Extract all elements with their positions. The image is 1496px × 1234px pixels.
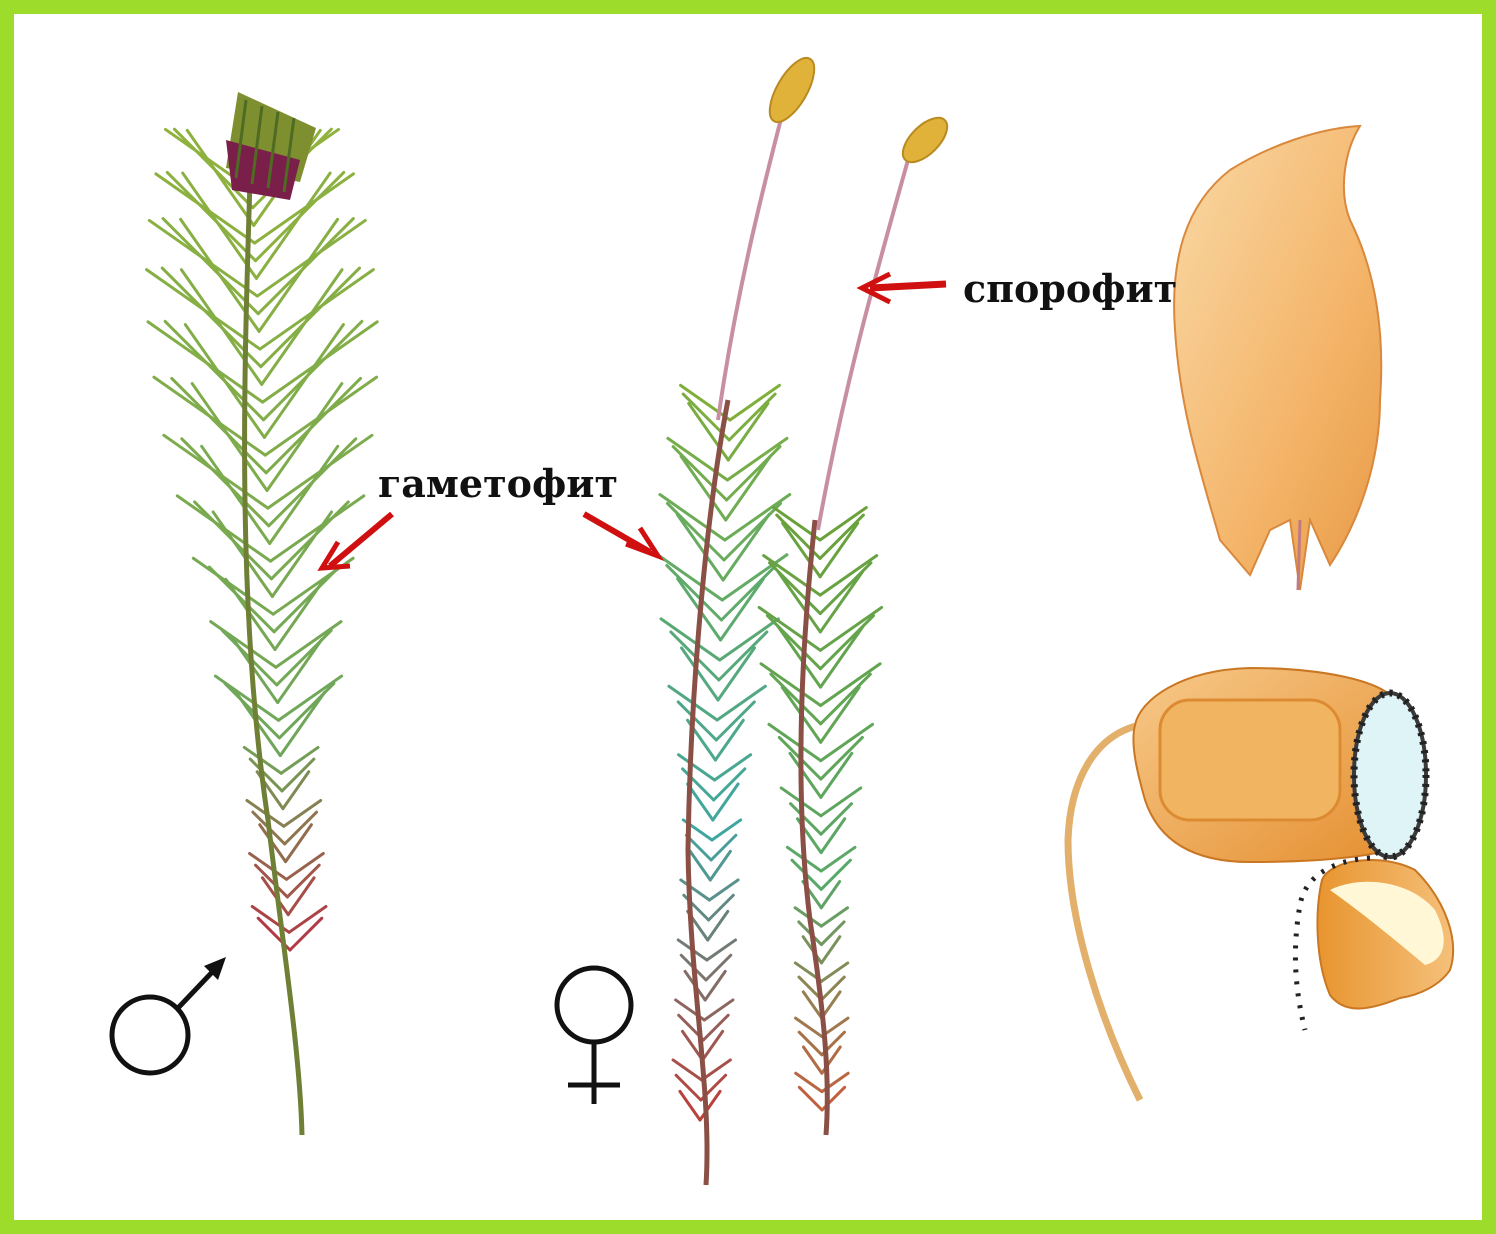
leaf — [262, 270, 342, 385]
female-moss-plant-left — [658, 51, 823, 1185]
leaf — [712, 820, 741, 840]
leaf — [274, 567, 339, 632]
calyptra-drawing — [1174, 126, 1381, 590]
female-moss-plant-right — [759, 110, 955, 1135]
capsule-window — [1160, 700, 1340, 820]
leaf — [820, 616, 873, 669]
capsule-seta — [1068, 725, 1140, 1100]
leaf — [660, 495, 725, 540]
arrow-gametophyte-right — [584, 514, 658, 556]
label-gametophyte: гаметофит — [378, 461, 618, 506]
female-right-seta — [818, 160, 908, 530]
male-plant-leaves — [147, 129, 378, 950]
leaf — [679, 755, 715, 780]
leaf — [259, 219, 337, 331]
female-symbol-icon — [557, 968, 631, 1104]
leaf — [264, 325, 343, 438]
female-right-capsule — [895, 110, 954, 169]
female-left-seta — [718, 115, 782, 420]
leaf — [707, 940, 736, 960]
leaf — [211, 622, 276, 668]
leaf — [821, 788, 861, 816]
leaf — [658, 555, 723, 600]
male-symbol-icon — [112, 957, 226, 1073]
female-right-leaves — [759, 508, 881, 1110]
leaf — [704, 1000, 733, 1020]
leaf — [715, 755, 751, 780]
leaf — [213, 512, 272, 597]
open-capsule-drawing — [1068, 668, 1453, 1100]
leaf — [821, 687, 859, 742]
leaf — [705, 971, 725, 1000]
leaf — [709, 880, 738, 900]
label-sporophyte: спорофит — [963, 266, 1177, 311]
leaf — [267, 384, 342, 491]
leaf — [728, 403, 768, 460]
leaf — [708, 911, 728, 940]
leaf — [703, 1031, 723, 1060]
leaf — [767, 616, 820, 669]
leaf — [820, 523, 858, 577]
leaf — [279, 683, 333, 737]
male-moss-plant — [147, 92, 378, 1135]
leaf — [676, 1075, 701, 1100]
leaf — [290, 918, 322, 950]
leaf — [163, 219, 258, 314]
arrow-gametophyte-left — [322, 514, 392, 568]
female-left-leaves — [658, 385, 790, 1120]
leaf — [185, 325, 264, 438]
leaf — [710, 851, 730, 880]
male-antheridial-head — [226, 92, 316, 200]
leaf — [821, 737, 863, 779]
leaf — [202, 446, 270, 543]
leaf — [192, 384, 267, 491]
leaf — [181, 270, 261, 385]
leaf — [165, 321, 263, 419]
leaf — [277, 630, 331, 684]
female-left-capsule — [761, 51, 823, 128]
leaf — [172, 378, 266, 472]
